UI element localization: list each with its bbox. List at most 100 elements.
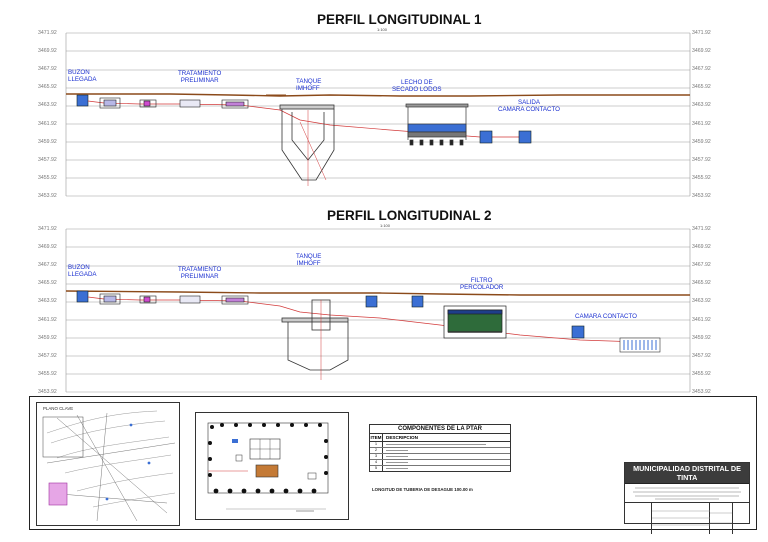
camara-contacto-tank	[619, 337, 661, 353]
elevation-label-right: 3461.92	[692, 316, 711, 323]
elevation-label-right: 3465.92	[692, 280, 711, 287]
label-lecho-1-line2: SECADO LODOS	[392, 86, 442, 93]
components-row-description	[383, 454, 510, 459]
elevation-label-left: 3459.92	[38, 334, 57, 341]
elevation-label-left: 3469.92	[38, 244, 57, 251]
label-buzon-2-line2: LLEGADA	[68, 271, 97, 278]
imhoff-tank-2	[281, 299, 349, 380]
components-row: 4	[370, 460, 510, 466]
pipe-length-note: LONGITUD DE TUBERIA DE DESAGUE 100.00 m	[372, 487, 473, 492]
elevation-label-left: 3471.92	[38, 226, 57, 232]
label-lecho-1: LECHO DE SECADO LODOS	[392, 79, 442, 93]
elevation-label-right: 3453.92	[692, 192, 711, 199]
label-filtro-2-line1: FILTRO	[470, 277, 493, 284]
components-row: 5	[370, 466, 510, 471]
key-plan-title: PLANO CLAVE	[43, 406, 74, 411]
elevation-label-left: 3471.92	[38, 30, 57, 36]
elevation-label-left: 3465.92	[38, 280, 57, 287]
imhoff-tank-1	[279, 104, 335, 186]
label-salida-1: SALIDA CAMARA CONTACTO	[498, 99, 560, 113]
elevation-label-left: 3457.92	[38, 352, 57, 359]
elevation-label-right: 3469.92	[692, 244, 711, 251]
label-buzon-2-line1: BUZON	[68, 264, 90, 271]
components-table-header: ITEM DESCRIPCION	[370, 434, 510, 442]
entity-name: MUNICIPALIDAD DISTRITAL DE TINTA	[625, 463, 749, 484]
site-plan-drawing	[207, 422, 329, 512]
label-lecho-1-line1: LECHO DE	[400, 79, 433, 86]
label-tanque-2-line1: TANQUE	[296, 253, 322, 260]
components-row-item: 3	[370, 454, 383, 459]
elevation-label-left: 3463.92	[38, 298, 57, 305]
elevation-label-left: 3461.92	[38, 120, 57, 127]
label-tratamiento-1-line2: PRELIMINAR	[180, 77, 219, 84]
elevation-label-right: 3455.92	[692, 174, 711, 181]
label-tanque-2: TANQUE IMHOFF	[296, 253, 321, 267]
components-row: 3	[370, 454, 510, 460]
elevation-label-left: 3455.92	[38, 370, 57, 377]
components-table-title: COMPONENTES DE LA PTAR	[370, 425, 510, 434]
elevation-label-right: 3461.92	[692, 120, 711, 127]
elevation-label-right: 3457.92	[692, 156, 711, 163]
elevation-label-right: 3465.92	[692, 84, 711, 91]
label-tratamiento-2-line1: TRATAMIENTO	[178, 266, 222, 273]
elevation-label-left: 3453.92	[38, 388, 57, 395]
elevation-label-left: 3467.92	[38, 66, 57, 73]
title-block: MUNICIPALIDAD DISTRITAL DE TINTA	[624, 462, 750, 534]
components-row-item: 1	[370, 442, 383, 447]
components-row-item: 2	[370, 448, 383, 453]
elevation-label-right: 3471.92	[692, 30, 711, 36]
label-tratamiento-1-line1: TRATAMIENTO	[178, 70, 222, 77]
profile-1-scale: 1:100	[377, 27, 388, 32]
label-camara-2-line1: CAMARA CONTACTO	[575, 313, 637, 320]
profile-1-title: PERFIL LONGITUDINAL 1	[317, 12, 482, 27]
label-tanque-1-line1: TANQUE	[296, 78, 322, 85]
col-descripcion: DESCRIPCION	[386, 435, 418, 440]
elevation-label-right: 3469.92	[692, 48, 711, 55]
profile-2-drawing	[65, 228, 691, 393]
elevation-label-right: 3453.92	[692, 388, 711, 395]
elevation-label-left: 3463.92	[38, 102, 57, 109]
components-row-description	[383, 448, 510, 453]
label-tanque-1-line2: IMHOFF	[296, 85, 320, 92]
label-buzon-1-line1: BUZON	[68, 69, 90, 76]
elevation-label-right: 3463.92	[692, 298, 711, 305]
label-tratamiento-1: TRATAMIENTO PRELIMINAR	[178, 70, 221, 84]
lecho-secado-shape	[405, 103, 469, 146]
label-filtro-2: FILTRO PERCOLADOR	[460, 277, 503, 291]
components-row: 1	[370, 442, 510, 448]
elevation-label-right: 3463.92	[692, 102, 711, 109]
elevation-label-right: 3459.92	[692, 334, 711, 341]
components-table: COMPONENTES DE LA PTAR ITEM DESCRIPCION …	[369, 424, 511, 472]
ground-line	[66, 93, 690, 97]
label-tanque-1: TANQUE IMHOFF	[296, 78, 321, 92]
title-block-project-lines	[625, 484, 749, 503]
label-buzon-2: BUZON LLEGADA	[68, 264, 97, 278]
elevation-label-left: 3455.92	[38, 174, 57, 181]
profile-2-scale: 1:100	[380, 223, 391, 228]
label-tanque-2-line2: IMHOFF	[296, 260, 321, 267]
elevation-label-right: 3457.92	[692, 352, 711, 359]
label-buzon-1-line2: LLEGADA	[68, 76, 97, 83]
elevation-label-left: 3465.92	[38, 84, 57, 91]
elevation-label-right: 3467.92	[692, 66, 711, 73]
key-plan-map	[42, 410, 176, 522]
ground-line-2	[65, 290, 690, 296]
filtro-percolador-shape	[443, 305, 507, 339]
components-row-item: 5	[370, 466, 383, 471]
components-row-item: 4	[370, 460, 383, 465]
key-plan: PLANO CLAVE	[36, 402, 180, 526]
label-salida-1-line2: CAMARA CONTACTO	[498, 106, 560, 113]
elevation-label-left: 3453.92	[38, 192, 57, 199]
components-row-description	[383, 460, 510, 465]
label-tratamiento-2-line2: PRELIMINAR	[180, 273, 219, 280]
components-row: 2	[370, 448, 510, 454]
label-salida-1-line1: SALIDA	[517, 99, 540, 106]
elevation-label-right: 3471.92	[692, 226, 711, 232]
elevation-label-right: 3459.92	[692, 138, 711, 145]
title-block-cells	[625, 503, 749, 534]
components-row-description	[383, 466, 510, 471]
elevation-label-left: 3459.92	[38, 138, 57, 145]
profile-1-drawing	[65, 32, 691, 197]
label-filtro-2-line2: PERCOLADOR	[460, 284, 504, 291]
